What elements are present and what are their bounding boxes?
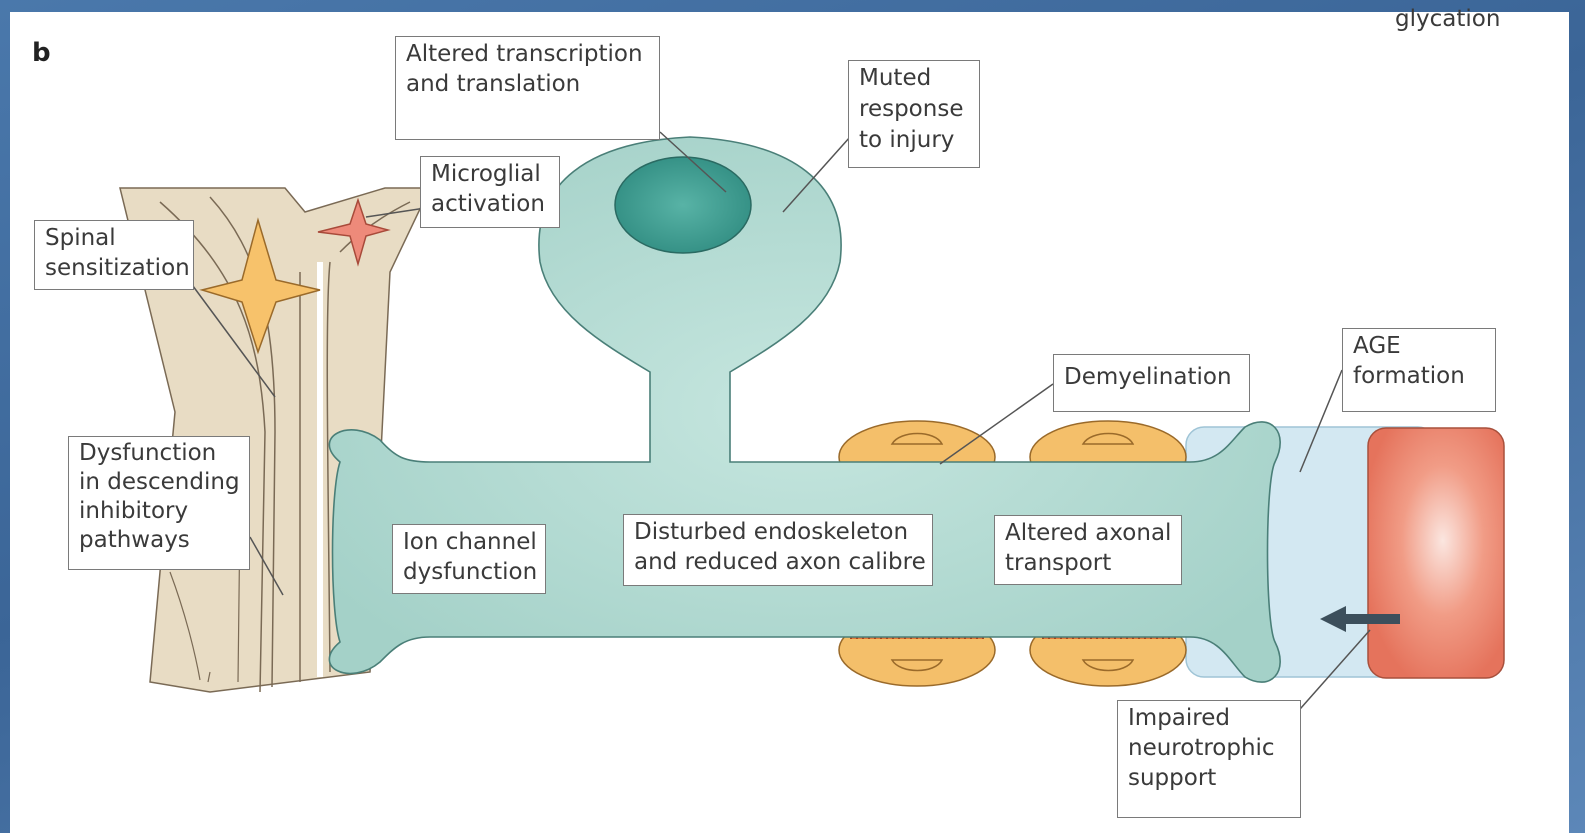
label-line: formation: [1353, 361, 1485, 391]
label-descending-inhibitory: Dysfunction in descending inhibitory pat…: [68, 436, 250, 570]
label-line: AGE: [1353, 331, 1485, 361]
label-line: Muted: [859, 63, 969, 94]
label-line: Altered axonal: [1005, 518, 1171, 548]
target-cell: [1368, 428, 1504, 678]
label-line: Demyelination: [1064, 357, 1239, 397]
label-line: neurotrophic: [1128, 733, 1290, 763]
figure-panel: b glycation Altered transcription and tr…: [10, 12, 1569, 833]
diagram-canvas: [10, 12, 1569, 833]
label-line: sensitization: [45, 253, 183, 283]
label-line: inhibitory: [79, 497, 239, 526]
label-line: Impaired: [1128, 703, 1290, 733]
label-line: activation: [431, 189, 549, 219]
label-line: support: [1128, 763, 1290, 793]
label-line: and reduced axon calibre: [634, 547, 922, 577]
label-demyelination: Demyelination: [1053, 354, 1250, 412]
label-neurotrophic-support: Impaired neurotrophic support: [1117, 700, 1301, 818]
label-line: transport: [1005, 548, 1171, 578]
panel-letter: b: [32, 38, 51, 68]
nucleus: [615, 157, 751, 253]
label-line: in descending: [79, 468, 239, 497]
label-line: pathways: [79, 526, 239, 555]
label-line: Dysfunction: [79, 439, 239, 468]
label-line: dysfunction: [403, 557, 535, 587]
cropped-label-glycation: glycation: [1395, 4, 1500, 34]
label-line: Ion channel: [403, 527, 535, 557]
label-altered-transcription: Altered transcription and translation: [395, 36, 660, 140]
label-ion-channel: Ion channel dysfunction: [392, 524, 546, 594]
label-age-formation: AGE formation: [1342, 328, 1496, 412]
label-axonal-transport: Altered axonal transport: [994, 515, 1182, 585]
label-line: Spinal: [45, 223, 183, 253]
label-line: Microglial: [431, 159, 549, 189]
label-line: Altered transcription: [406, 39, 649, 69]
label-microglial-activation: Microglial activation: [420, 156, 560, 228]
label-line: response: [859, 94, 969, 125]
label-line: and translation: [406, 69, 649, 99]
label-line: Disturbed endoskeleton: [634, 517, 922, 547]
label-line: to injury: [859, 125, 969, 156]
label-spinal-sensitization: Spinal sensitization: [34, 220, 194, 290]
label-muted-response: Muted response to injury: [848, 60, 980, 168]
label-disturbed-endoskeleton: Disturbed endoskeleton and reduced axon …: [623, 514, 933, 586]
